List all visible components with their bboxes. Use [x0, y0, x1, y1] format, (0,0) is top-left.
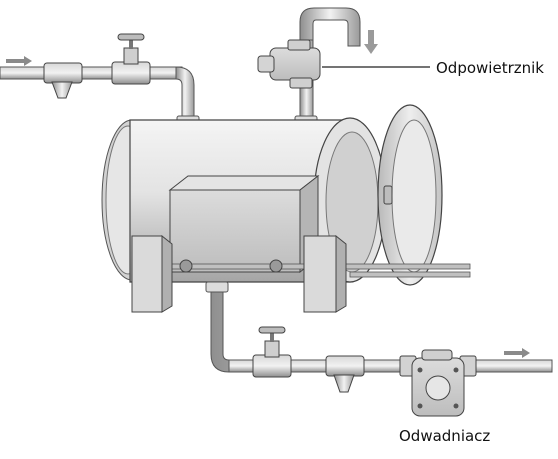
- flow-arrow-outlet-icon: [504, 348, 530, 358]
- flow-arrow-inlet-icon: [6, 56, 32, 66]
- inlet-valve: [111, 33, 151, 85]
- drain-strainer: [325, 355, 365, 393]
- drain-valve: [252, 326, 292, 378]
- air-vent-label: Odpowietrznik: [436, 59, 544, 77]
- vessel-door: [377, 104, 443, 286]
- vent-discharge-arrow-icon: [364, 30, 378, 54]
- inlet-pipe: [0, 66, 200, 127]
- steam-trap-label: Odwadniacz: [399, 427, 491, 445]
- inlet-strainer: [43, 62, 83, 99]
- vessel-inner-box: [168, 174, 320, 274]
- air-vent-device: [257, 39, 321, 89]
- vessel-support-right: [303, 234, 347, 313]
- vessel-support-left: [131, 234, 173, 313]
- steam-trap-device: [399, 349, 477, 417]
